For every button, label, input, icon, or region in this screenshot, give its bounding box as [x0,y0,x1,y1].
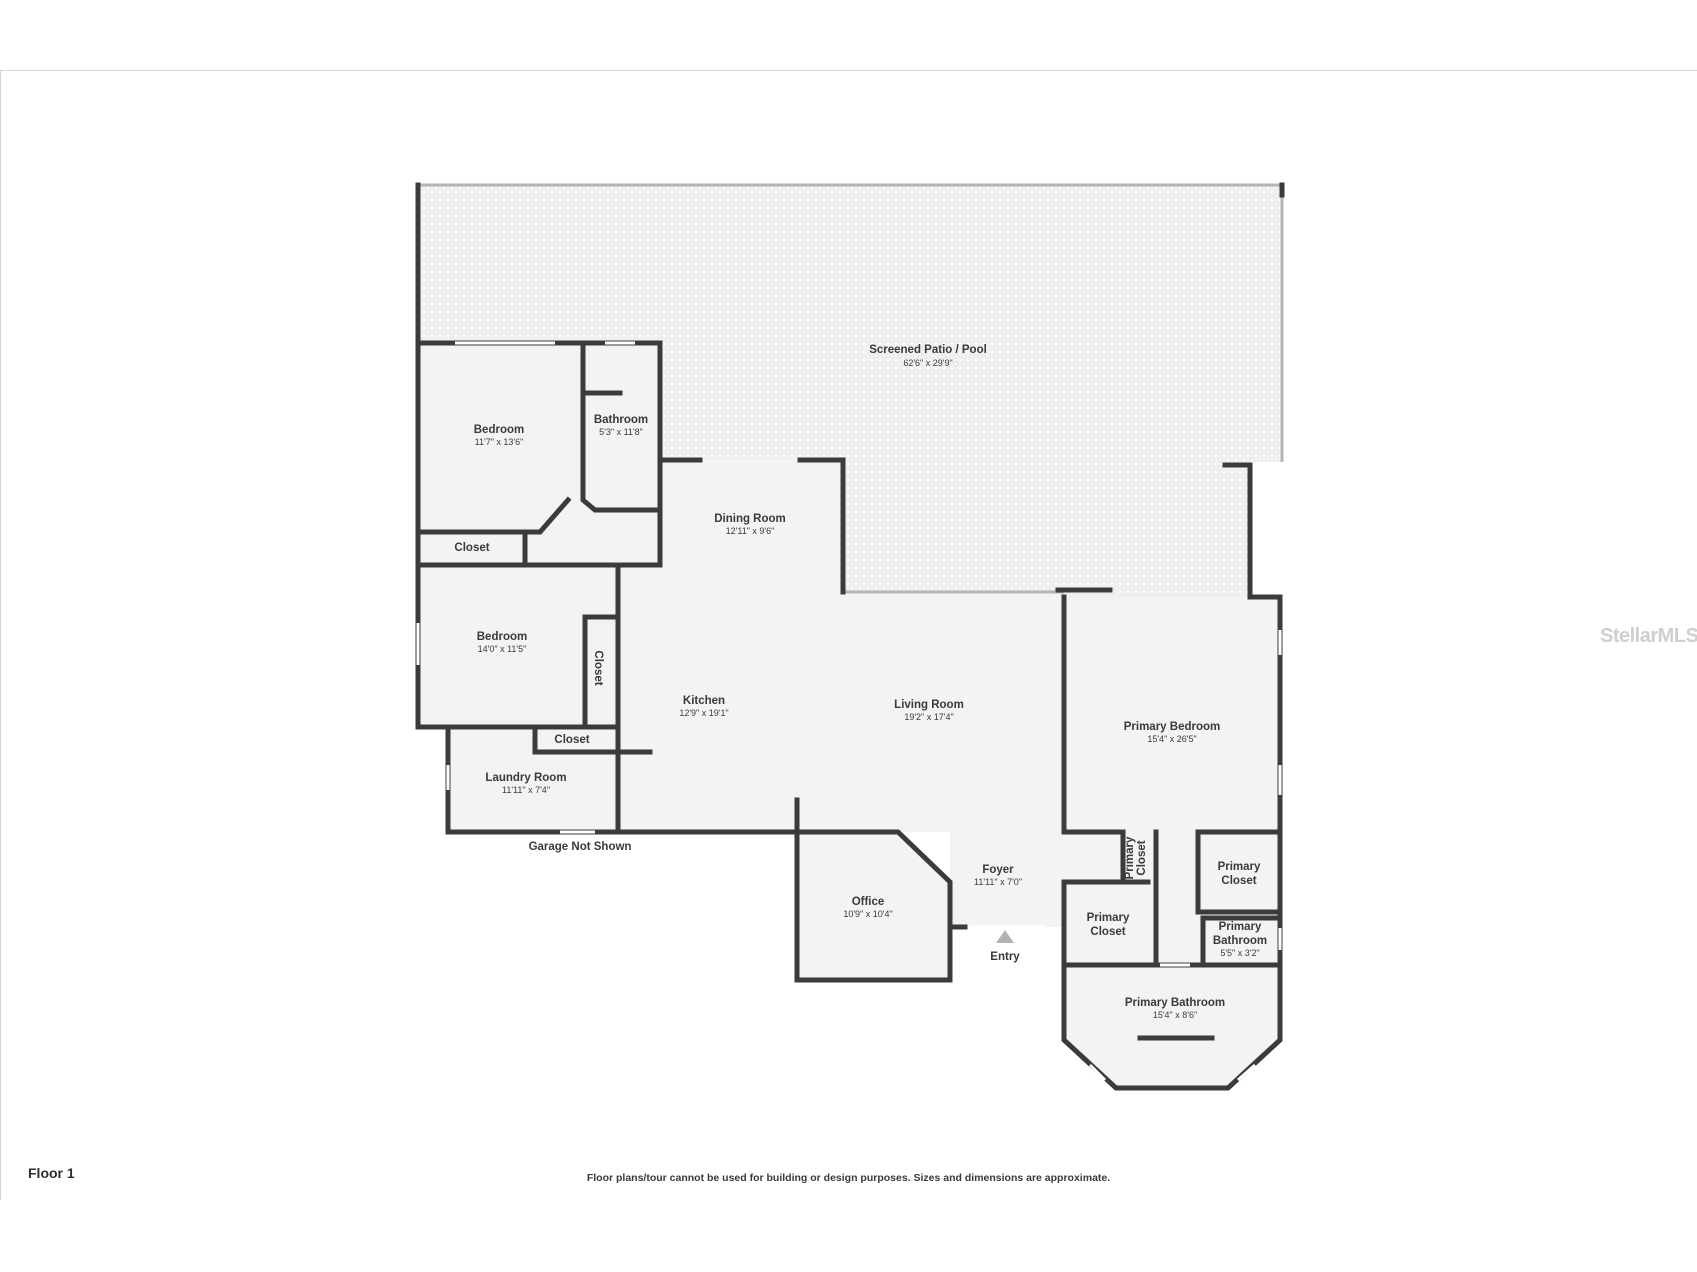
windows [416,341,1282,1082]
primary-bedroom-dim: 15'4" x 26'5" [1147,734,1196,744]
closet-bedroom1-label: Closet [454,542,489,554]
primary-closet-left-line1: Primary [1087,912,1130,924]
frame-left-border [0,70,1,1200]
primary-bath-floor [1064,965,1280,1088]
primary-bathroom-dim: 15'4" x 8'6" [1153,1010,1197,1020]
office-label: Office [852,896,885,908]
room-labels: Screened Patio / Pool 62'6" x 29'9" Bedr… [454,344,1267,1020]
bathroom-dim: 5'3" x 11'8" [599,427,643,437]
patio-dim: 62'6" x 29'9" [903,358,952,368]
primary-bedroom-label: Primary Bedroom [1124,721,1221,733]
bathroom-label: Bathroom [594,414,648,426]
dining-label: Dining Room [714,513,786,525]
laundry-dim: 11'11" x 7'4" [502,785,550,795]
primary-closet-small: Primary Closet [1124,836,1148,879]
living-label: Living Room [894,699,964,711]
main-floor [618,460,1064,927]
frame-top-border [0,70,1697,71]
disclaimer-text: Floor plans/tour cannot be used for buil… [586,1172,1111,1184]
foyer-label: Foyer [982,864,1014,876]
bedroom1-dim: 11'7" x 13'6" [475,437,524,447]
entry-marker-icon [996,930,1014,943]
watermark-logo: StellarMLS [1600,625,1697,647]
primary-bedroom-floor [1064,597,1280,832]
primary-closet-left-line2: Closet [1090,926,1125,938]
primary-closet-right-line1: Primary [1218,861,1261,873]
bedroom2-dim: 14'0" x 11'5" [478,644,527,654]
bedroom2-label: Bedroom [477,631,527,643]
primary-closet-small-line1: Primary [1124,836,1136,879]
entry-label: Entry [990,951,1020,963]
kitchen-label: Kitchen [683,695,725,707]
office-dim: 10'9" x 10'4" [843,909,892,919]
bathroom-floor [583,343,660,565]
primary-bathroom-label: Primary Bathroom [1125,997,1225,1009]
primary-wing-floor [1064,832,1280,965]
office-floor [797,832,950,980]
dining-dim: 12'11" x 9'6" [726,526,775,536]
primary-bath-small-dim: 5'5" x 3'2" [1220,948,1259,958]
kitchen-dim: 12'9" x 19'1" [679,708,728,718]
primary-bath-small-line1: Primary [1219,921,1262,933]
floor-label: Floor 1 [28,1165,75,1181]
primary-bath-small-line2: Bathroom [1213,935,1267,947]
living-dim: 19'2" x 17'4" [904,712,953,722]
walls [415,182,1285,1091]
patio-label: Screened Patio / Pool [869,344,987,356]
closet-bedroom2-label: Closet [592,650,604,685]
patio-floor [418,185,1282,597]
laundry-label: Laundry Room [485,772,566,784]
foyer-dim: 11'11" x 7'0" [974,877,1022,887]
bedroom1-floor [418,343,583,565]
garage-note: Garage Not Shown [529,841,632,853]
floor-fills [418,185,1282,1088]
primary-closet-right-line2: Closet [1221,875,1256,887]
bedroom1-label: Bedroom [474,424,524,436]
primary-closet-small-line2: Closet [1136,840,1148,875]
closet-laundry-label: Closet [554,734,589,746]
